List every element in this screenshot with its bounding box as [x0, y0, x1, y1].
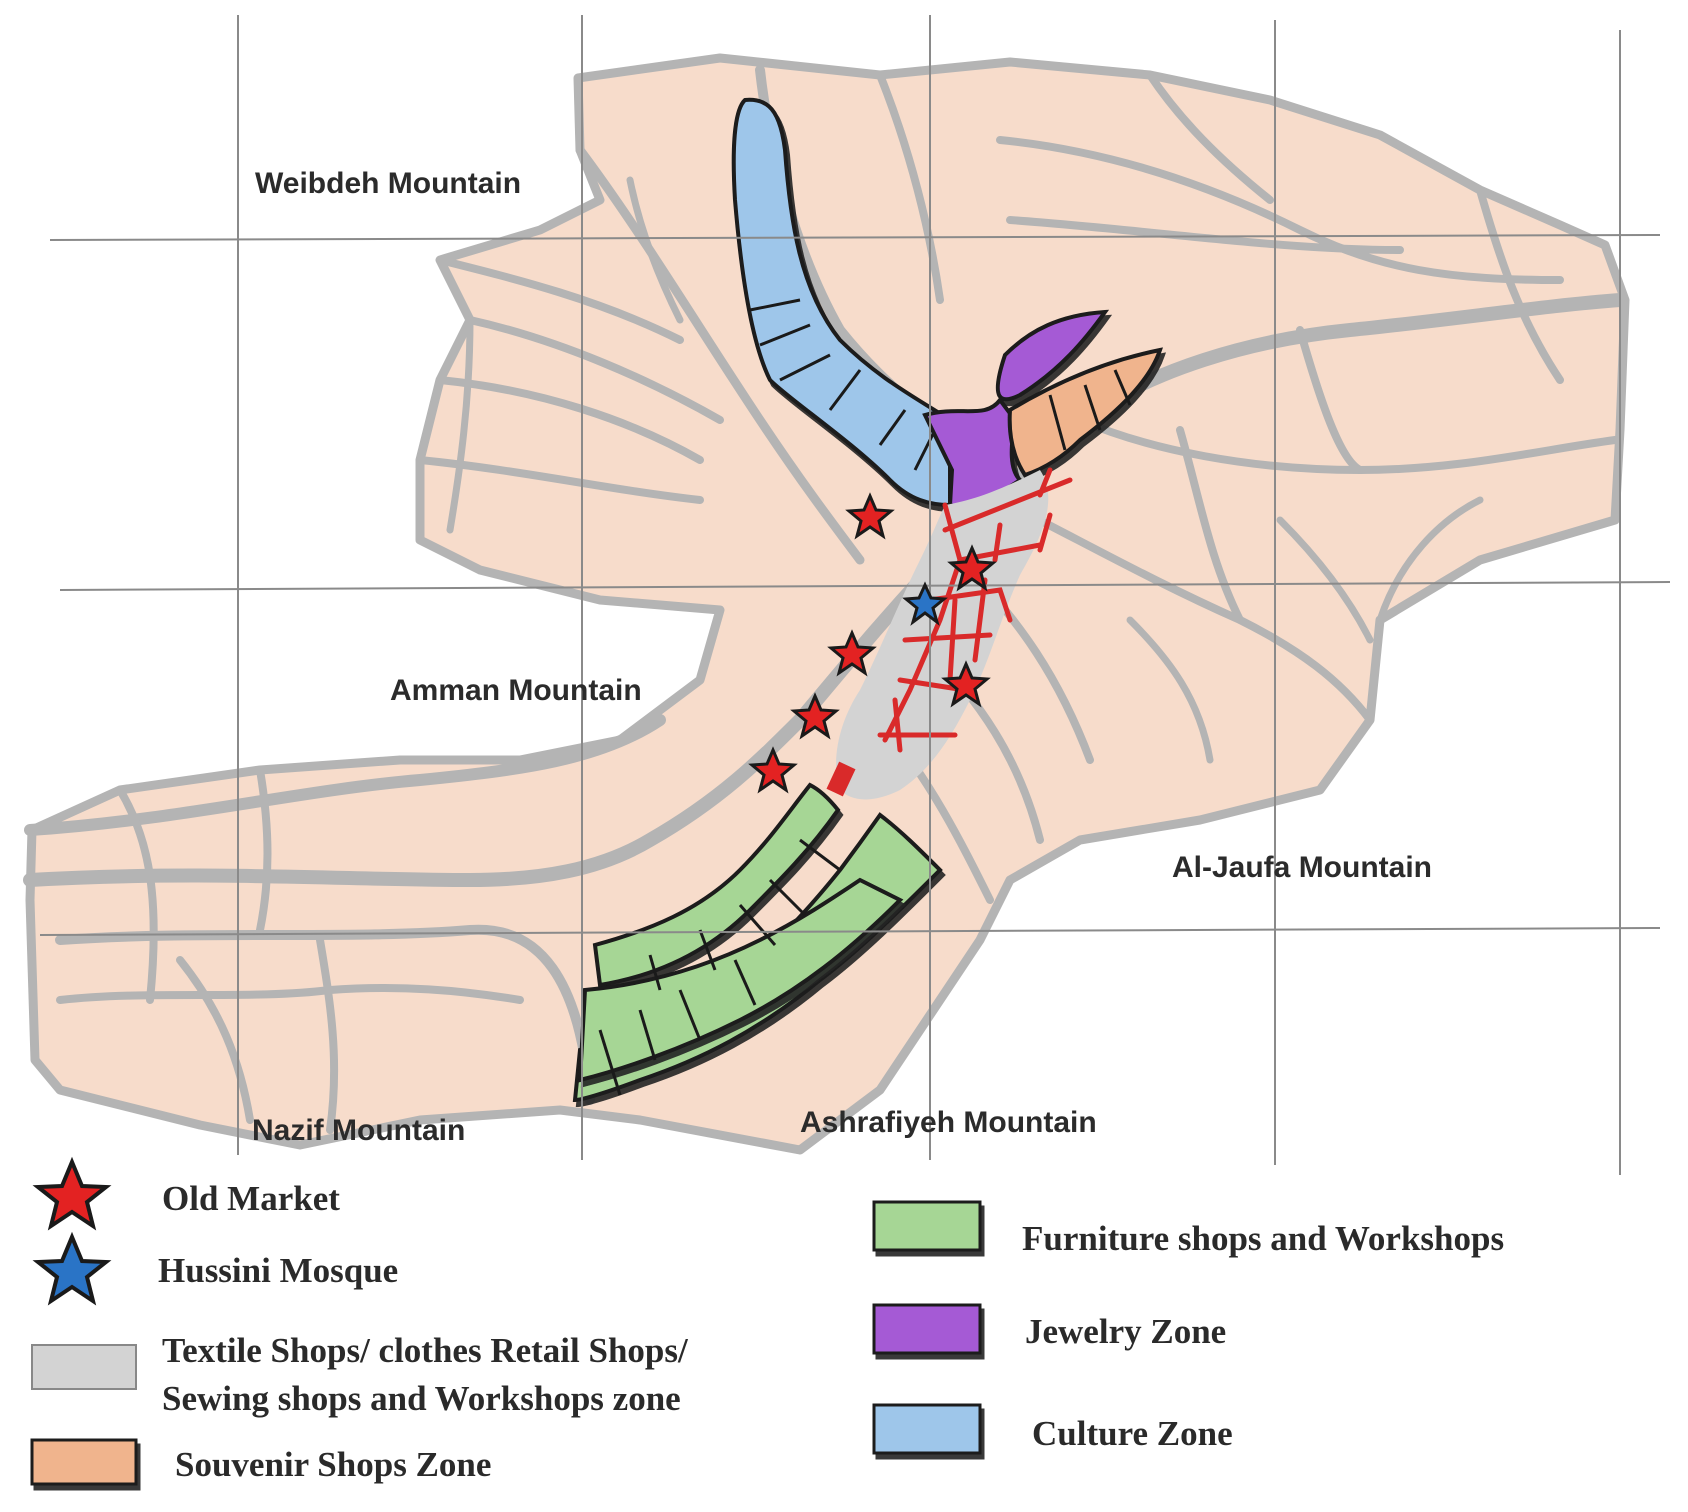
red-star-icon: [941, 660, 991, 708]
label-nazif-mountain: Nazif Mountain: [252, 1114, 465, 1147]
souvenir-zone: [1007, 347, 1163, 478]
jewelry-zone: [995, 309, 1110, 402]
red-star-icon: [748, 746, 798, 794]
legend-textile-label-line1: Textile Shops/ clothes Retail Shops/: [162, 1331, 689, 1370]
legend-swatch-textile: [31, 1344, 137, 1390]
red-star-icon: [790, 692, 840, 740]
grid-lines: [39, 15, 1671, 1175]
red-star-icon: [32, 1156, 112, 1231]
legend-swatch-culture: [872, 1403, 982, 1455]
old-market-stars: [748, 492, 997, 794]
blue-star-icon: [902, 581, 948, 626]
legend-hussini-mosque-label: Hussini Mosque: [158, 1251, 398, 1290]
legend-textile-label-line2: Sewing shops and Workshops zone: [162, 1379, 681, 1418]
culture-zone-blocks: [749, 298, 937, 471]
red-star-icon: [947, 544, 997, 592]
label-weibdeh-mountain: Weibdeh Mountain: [255, 167, 521, 200]
legend-swatch-jewelry: [872, 1303, 982, 1355]
culture-zone: [731, 97, 952, 508]
red-star-icon: [827, 629, 877, 677]
blue-star-icon: [32, 1231, 112, 1306]
legend-old-market-label: Old Market: [162, 1179, 340, 1218]
red-star-icon: [845, 492, 895, 540]
map-legend: Old Market Hussini Mosque Textile Shops/…: [30, 1156, 1504, 1486]
legend-jewelry-label: Jewelry Zone: [1025, 1312, 1226, 1351]
legend-culture-label: Culture Zone: [1032, 1414, 1233, 1453]
legend-swatch-furniture: [872, 1200, 982, 1252]
furniture-zone-lower: [577, 877, 904, 1083]
souvenir-zone-blocks: [1048, 369, 1132, 451]
label-jaufa-mountain: Al-Jaufa Mountain: [1172, 851, 1432, 884]
legend-furniture-label: Furniture shops and Workshops: [1022, 1219, 1504, 1258]
legend-souvenir-label: Souvenir Shops Zone: [175, 1445, 491, 1484]
furniture-zone-blocks: [598, 838, 841, 1096]
label-amman-mountain: Amman Mountain: [390, 674, 642, 707]
legend-swatch-souvenir: [30, 1438, 138, 1486]
market-lane-marker: [826, 761, 856, 797]
label-ashrafiyeh-mountain: Ashrafiyeh Mountain: [800, 1106, 1097, 1139]
